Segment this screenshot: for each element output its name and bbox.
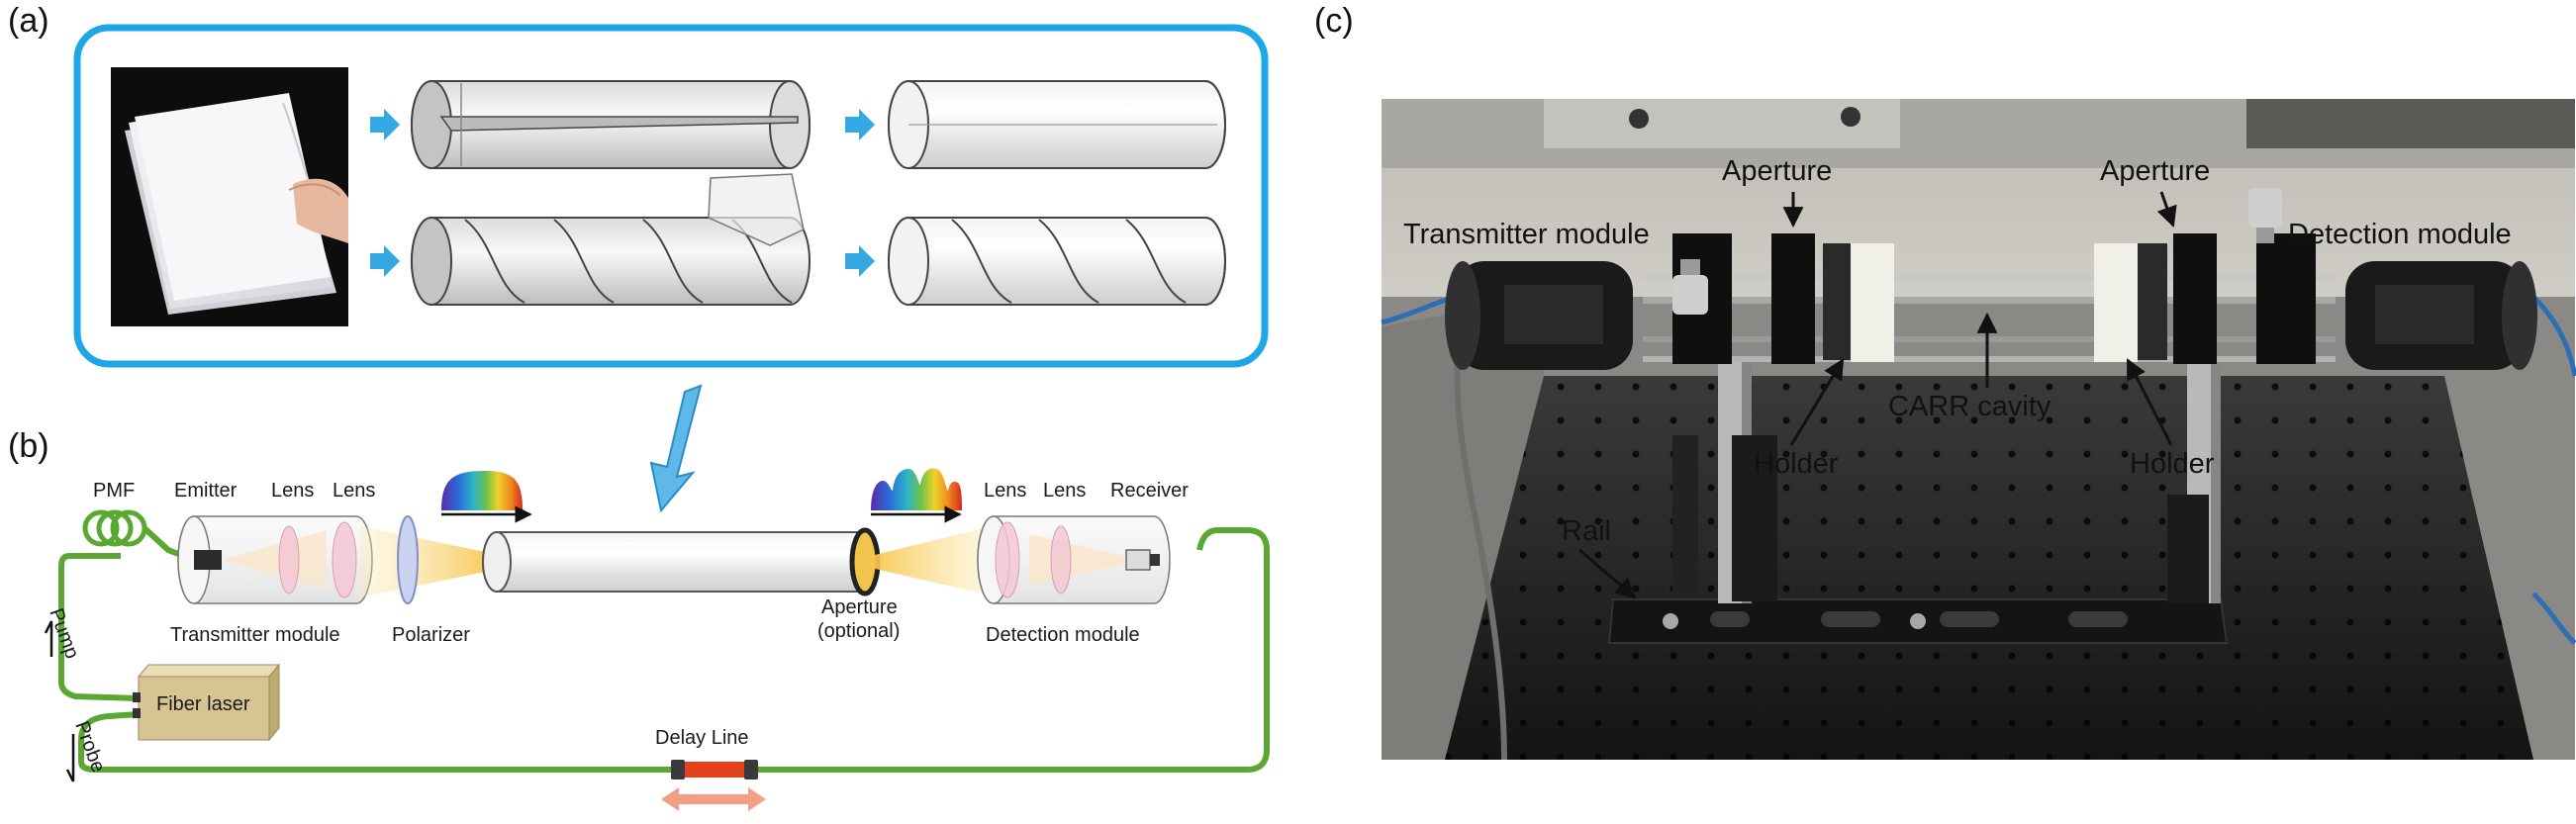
fiber-laser-box (133, 663, 281, 742)
panel-a (73, 24, 1269, 368)
label-holder-left: Holder (1754, 448, 1839, 480)
carr-tube (482, 527, 881, 596)
label-probe-rotated: Probe (70, 718, 109, 776)
big-down-arrow-icon (649, 384, 703, 513)
label-transmitter-module: Transmitter module (170, 624, 340, 646)
panel-label-a: (a) (8, 2, 49, 40)
label-polarizer: Polarizer (392, 624, 470, 646)
transmitter-module (177, 515, 373, 604)
arrow-icon (845, 245, 875, 277)
panel-label-b: (b) (8, 427, 49, 465)
label-lens-1: Lens (271, 480, 314, 502)
panel-b: PMF Emitter Lens Lens Lens Lens Receiver… (44, 468, 1270, 811)
fiber-loop (58, 553, 140, 701)
lens-icon (1050, 525, 1072, 595)
label-detection-module: Detection module (986, 624, 1140, 646)
panel-c: Aperture Aperture Transmitter module Det… (1381, 99, 2576, 761)
label-carr-cavity: CARR cavity (1888, 391, 2051, 422)
pmf-coil (82, 509, 147, 547)
label-transmitter-module-photo: Transmitter module (1403, 219, 1650, 250)
label-aperture-left: Aperture (1722, 155, 1832, 187)
receiver-icon (1125, 549, 1151, 571)
lens-icon (332, 521, 357, 598)
double-arrow-icon (661, 787, 766, 811)
arrow-icon (370, 109, 400, 140)
label-pmf: PMF (93, 480, 135, 502)
label-lens-3: Lens (984, 480, 1026, 502)
panel-label-c: (c) (1314, 2, 1354, 40)
lens-icon (278, 525, 300, 595)
beam-left (360, 526, 495, 597)
spectrum-multi-peak-icon (871, 468, 962, 510)
label-aperture-right: Aperture (2100, 155, 2210, 187)
fiber-probe-line (78, 527, 1270, 773)
rolled-tube-overlap (411, 80, 811, 169)
label-emitter: Emitter (174, 480, 238, 502)
process-arrows (370, 109, 875, 277)
label-lens-2: Lens (333, 480, 375, 502)
lens-icon (995, 521, 1020, 598)
label-delay-line: Delay Line (655, 727, 749, 749)
label-rail: Rail (1562, 515, 1611, 547)
photo-labels: Aperture Aperture Transmitter module Det… (1403, 155, 2512, 547)
photo-pointers (1578, 191, 2177, 599)
label-holder-right: Holder (2130, 448, 2215, 480)
label-lens-4: Lens (1043, 480, 1086, 502)
detection-module (977, 515, 1171, 604)
delay-line (661, 760, 766, 811)
setup-photo (1381, 99, 2576, 761)
straight-tube (888, 80, 1226, 169)
setup-labels: PMF Emitter Lens Lens Lens Lens Receiver… (45, 480, 1189, 776)
label-aperture: Aperture (821, 596, 898, 618)
paper-photo (111, 67, 348, 326)
polarizer-icon (397, 515, 419, 604)
probe-arrow-icon (65, 734, 75, 782)
label-aperture-optional: (optional) (817, 620, 900, 642)
beam-right (871, 524, 1000, 597)
spectrum-broad-icon (441, 471, 523, 510)
spiral-tube (888, 217, 1226, 306)
arrow-icon (370, 245, 400, 277)
label-fiber-laser: Fiber laser (156, 693, 250, 715)
emitter-icon (194, 550, 222, 570)
spiral-wrap-tube (411, 173, 811, 306)
arrow-icon (845, 109, 875, 140)
pump-arrow-icon (44, 620, 53, 657)
label-receiver: Receiver (1110, 480, 1189, 502)
label-detection-module-photo: Detection module (2288, 219, 2512, 250)
